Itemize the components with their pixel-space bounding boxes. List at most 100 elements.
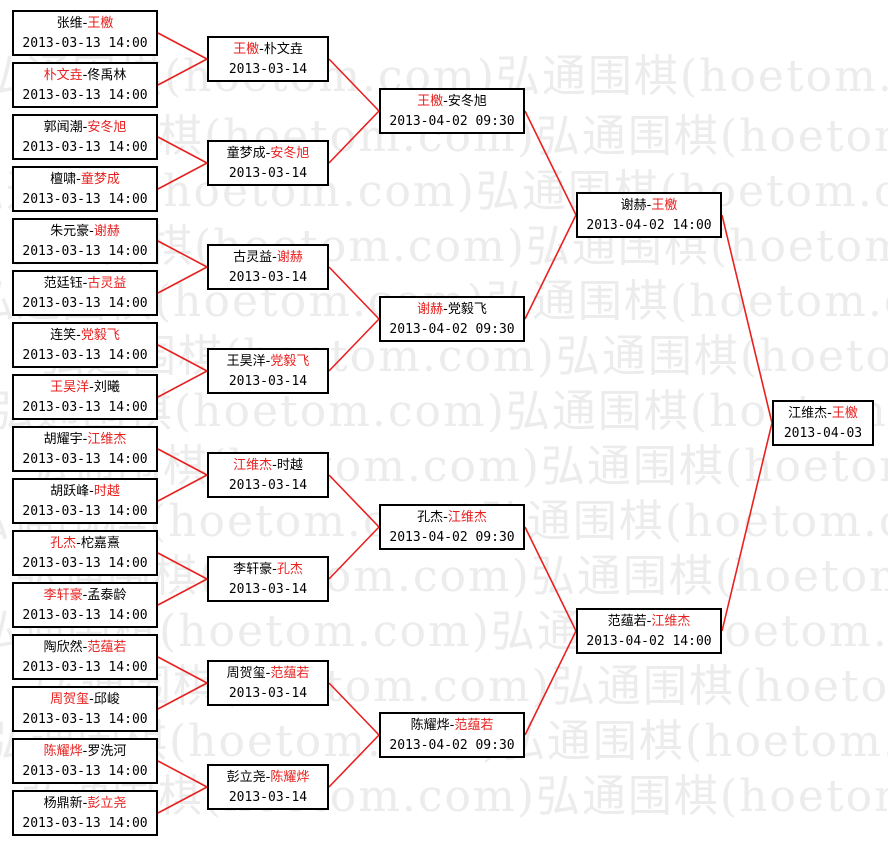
match-box-r1: 朱元豪-谢赫 2013-03-13 14:00 [12,218,158,264]
match-date: 2013-03-13 14:00 [22,88,148,103]
match-date: 2013-04-02 09:30 [389,530,515,545]
match-players: 王檄-朴文垚 [209,40,327,60]
player-separator: - [89,692,94,707]
player-separator: - [449,718,455,733]
player-name: 檀啸 [50,172,77,187]
player-name: 安冬旭 [270,146,310,161]
player-separator: - [89,224,94,239]
bracket-line [157,448,208,476]
match-players: 江维杰-时越 [209,456,327,476]
player-separator: - [82,276,88,291]
bracket-line [157,136,208,164]
player-separator: - [265,354,271,369]
match-players: 范廷钰-古灵益 [14,274,156,294]
match-date: 2013-03-13 14:00 [22,660,148,675]
match-players: 连笑-党毅飞 [14,326,156,346]
player-separator: - [443,94,448,109]
match-players: 王昊洋-刘曦 [14,378,156,398]
match-date: 2013-03-13 14:00 [22,140,148,155]
match-date: 2013-03-14 [228,790,308,805]
player-separator: - [272,250,277,265]
player-name: 柁嘉熹 [80,536,120,551]
match-date: 2013-03-13 14:00 [22,608,148,623]
bracket-line [157,370,208,398]
match-box-r2: 彭立尧-陈耀烨 2013-03-14 [207,764,329,810]
match-players: 朱元豪-谢赫 [14,222,156,242]
match-box-r1: 陶欣然-范蕴若 2013-03-13 14:00 [12,634,158,680]
player-separator: - [82,796,88,811]
match-players: 周贺玺-范蕴若 [209,664,327,684]
player-name: 陶欣然 [43,640,83,655]
match-box-r2: 王昊洋-党毅飞 2013-03-14 [207,348,329,394]
bracket-line [157,344,208,372]
player-name: 王昊洋 [50,380,90,395]
player-name: 安冬旭 [87,120,127,135]
player-name: 范蕴若 [270,666,310,681]
player-name: 党毅飞 [270,354,310,369]
player-separator: - [82,640,88,655]
match-date: 2013-03-14 [228,166,308,181]
match-players: 彭立尧-陈耀烨 [209,768,327,788]
match-box-r1: 周贺玺-邱峻 2013-03-13 14:00 [12,686,158,732]
match-date: 2013-03-13 14:00 [22,504,148,519]
bracket-line [721,214,773,424]
match-players: 胡跃峰-时越 [14,482,156,502]
match-box-r3: 陈耀烨-范蕴若 2013-04-02 09:30 [379,712,525,758]
player-name: 党毅飞 [80,328,120,343]
player-name: 范蕴若 [454,718,494,733]
player-name: 周贺玺 [50,692,90,707]
player-separator: - [646,198,652,213]
player-separator: - [76,536,81,551]
player-name: 江维杰 [788,406,828,421]
player-name: 王檄 [87,16,114,31]
player-separator: - [646,614,652,629]
bracket-line [157,32,208,60]
player-name: 陈耀烨 [410,718,450,733]
match-date: 2013-04-03 [783,426,863,441]
player-name: 朱元豪 [50,224,90,239]
player-separator: - [89,380,94,395]
match-players: 王檄-安冬旭 [381,92,523,112]
player-separator: - [443,302,448,317]
player-name: 谢赫 [417,302,444,317]
player-name: 范蕴若 [87,640,127,655]
match-date: 2013-03-14 [228,374,308,389]
player-name: 王檄 [417,94,444,109]
player-separator: - [272,562,277,577]
bracket-line [157,682,208,710]
player-separator: - [259,42,264,57]
player-separator: - [265,146,271,161]
match-date: 2013-03-13 14:00 [22,712,148,727]
bracket-line [328,58,380,112]
match-date: 2013-03-13 14:00 [22,244,148,259]
match-players: 谢赫-党毅飞 [381,300,523,320]
bracket-line [157,656,208,684]
player-name: 罗洗河 [87,744,127,759]
player-separator: - [827,406,832,421]
match-players: 孔杰-柁嘉熹 [14,534,156,554]
player-name: 孟泰龄 [87,588,127,603]
player-name: 王昊洋 [226,354,266,369]
match-date: 2013-03-13 14:00 [22,816,148,831]
match-date: 2013-03-14 [228,478,308,493]
player-name: 谢赫 [620,198,647,213]
match-players: 陈耀烨-罗洗河 [14,742,156,762]
match-date: 2013-04-02 09:30 [389,738,515,753]
player-name: 邱峻 [93,692,120,707]
player-name: 孔杰 [417,510,444,525]
player-name: 安冬旭 [447,94,487,109]
bracket-line [157,240,208,268]
